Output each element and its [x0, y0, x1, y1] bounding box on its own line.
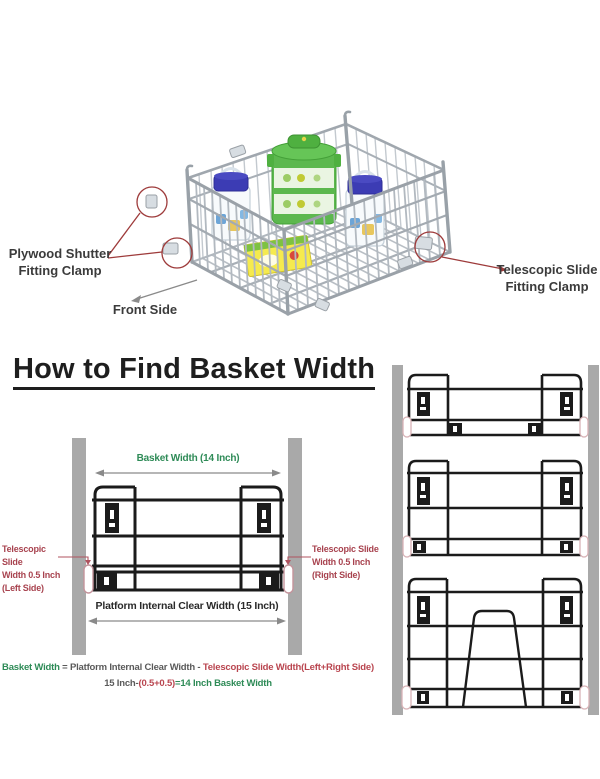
formula-result: =14 Inch Basket Width [175, 678, 272, 689]
telescopic-clamp-label-line2: Fitting Clamp [505, 279, 589, 295]
telescopic-clamp-label-line1: Telescopic Slide [496, 262, 598, 277]
bottle-divider [461, 609, 528, 708]
telescopic-slide-left-label-line3: (Left Side) [2, 583, 44, 594]
telescopic-slide-right-label-line3: (Right Side) [312, 570, 361, 581]
plywood-panel-left [72, 438, 86, 655]
telescopic-slide-right-label-line2: Width 0.5 Inch [312, 557, 371, 568]
variant-basket-1 [402, 373, 589, 438]
front-side-arrowhead [131, 295, 141, 303]
green-container [267, 134, 341, 225]
variant-basket-3 [401, 577, 590, 710]
telescopic-slide-right-label-line1: Telescopic Slide [312, 544, 379, 554]
product-photo-illustration [107, 110, 507, 316]
formula-line-2: 15 Inch-(0.5+0.5)=14 Inch Basket Width [0, 678, 376, 689]
annotation-overlay [107, 186, 507, 303]
slide-label-connectors [58, 556, 311, 565]
annotation-arrowhead-telescopic [498, 265, 507, 272]
telescopic-slide-left-label-line1: Telescopic Slide [2, 544, 46, 568]
variant-panel-right [588, 365, 599, 715]
formula-15-inch: 15 Inch- [104, 678, 139, 689]
basket-width-label: Basket Width (14 Inch) [136, 453, 240, 464]
front-side-label: Front Side [112, 302, 178, 317]
cabinet-variants [392, 365, 599, 715]
plywood-panel-right [288, 438, 302, 655]
annotation-circle-right [414, 231, 446, 263]
slide-highlights [83, 564, 294, 594]
width-diagram [58, 438, 311, 655]
formula-basket-width: Basket Width [2, 662, 60, 673]
formula-subtraction: (0.5+0.5) [138, 678, 176, 689]
plywood-clamp-label: Plywood Shutter Fitting Clamp [8, 245, 112, 279]
annotation-circle-upper-left [136, 186, 168, 218]
variant-basket-2 [402, 459, 589, 558]
telescopic-slide-left-label: Telescopic Slide Width 0.5 Inch (Left Si… [2, 543, 68, 595]
basket-front-view [92, 485, 284, 592]
telescopic-clamp-label: Telescopic Slide Fitting Clamp [496, 261, 598, 295]
annotation-circle-lower-left [161, 237, 193, 269]
telescopic-slide-left-label-line2: Width 0.5 Inch [2, 570, 61, 581]
telescopic-slide-right-label: Telescopic Slide Width 0.5 Inch (Right S… [312, 543, 382, 582]
section-heading-wrap: How to Find Basket Width [13, 353, 376, 390]
platform-width-arrow [88, 617, 286, 625]
platform-width-label: Platform Internal Clear Width (15 Inch) [95, 600, 279, 612]
slide-highlight-right [283, 564, 294, 594]
page-title: How to Find Basket Width [13, 353, 376, 390]
basket-frame-posts [185, 110, 452, 316]
plywood-clamp-label-line1: Plywood Shutter [8, 246, 112, 261]
formula-equals-platform: = Platform Internal Clear Width - [59, 662, 203, 673]
formula-slide-width: Telescopic Slide Width(Left+Right Side) [202, 662, 374, 673]
plywood-clamp-label-line2: Fitting Clamp [18, 263, 102, 279]
basket-width-arrow [95, 469, 281, 477]
clamp-brackets [145, 144, 433, 312]
slide-highlight-left [83, 564, 94, 594]
annotation-line-telescopic [441, 256, 504, 270]
annotation-line-plywood [107, 212, 163, 259]
variant-panel-left [392, 365, 403, 715]
formula-line-1: Basket Width = Platform Internal Clear W… [0, 662, 376, 673]
front-side-arrow-line [136, 279, 198, 300]
